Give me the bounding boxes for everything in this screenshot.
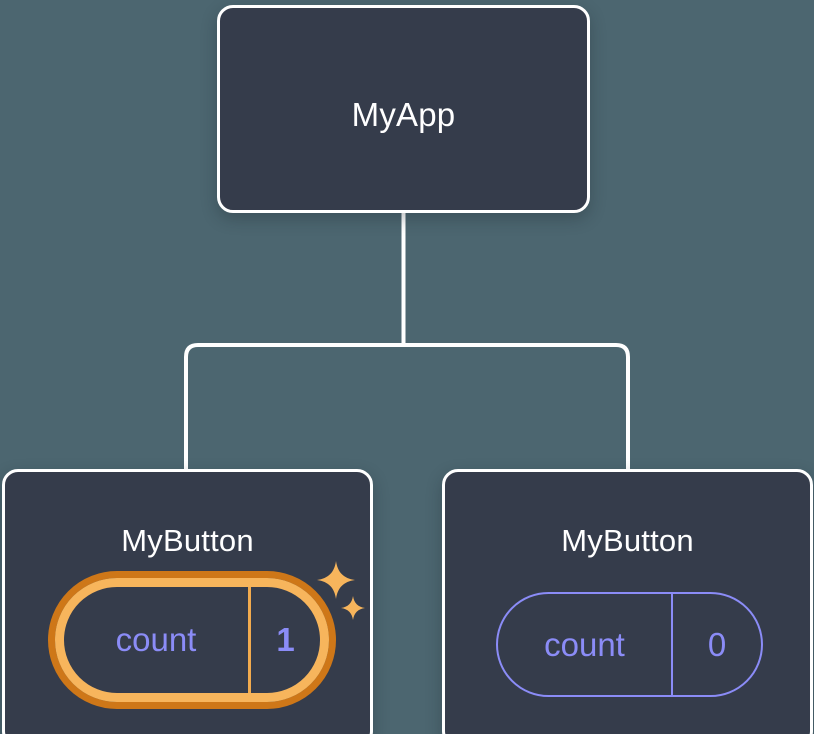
state-pill-value: 0 xyxy=(707,625,727,663)
node-root-title: MyApp xyxy=(351,96,456,133)
sparkle-icon-small xyxy=(341,596,365,620)
sparkle-icon-large xyxy=(317,561,355,599)
connector-branch-right xyxy=(403,343,630,469)
node-child-mybutton-right[interactable]: MyButton count 0 xyxy=(442,469,813,734)
connector-branch-left xyxy=(184,343,404,469)
node-root-myapp[interactable]: MyApp xyxy=(217,5,590,213)
state-pill-name: count xyxy=(64,587,251,693)
node-child-left-title: MyButton xyxy=(121,523,254,558)
state-pill-highlighted[interactable]: count 1 xyxy=(48,571,336,709)
state-pill-ring-outer xyxy=(48,571,336,709)
state-pill-value: 1 xyxy=(276,621,295,658)
state-pill-plain[interactable]: count 0 xyxy=(496,592,763,697)
node-child-mybutton-left[interactable]: MyButton count 1 xyxy=(2,469,373,734)
state-pill-body: count 1 xyxy=(64,587,320,693)
node-child-right-title: MyButton xyxy=(561,523,694,558)
state-pill-name: count xyxy=(498,594,673,695)
state-pill-ring-inner xyxy=(55,578,329,702)
